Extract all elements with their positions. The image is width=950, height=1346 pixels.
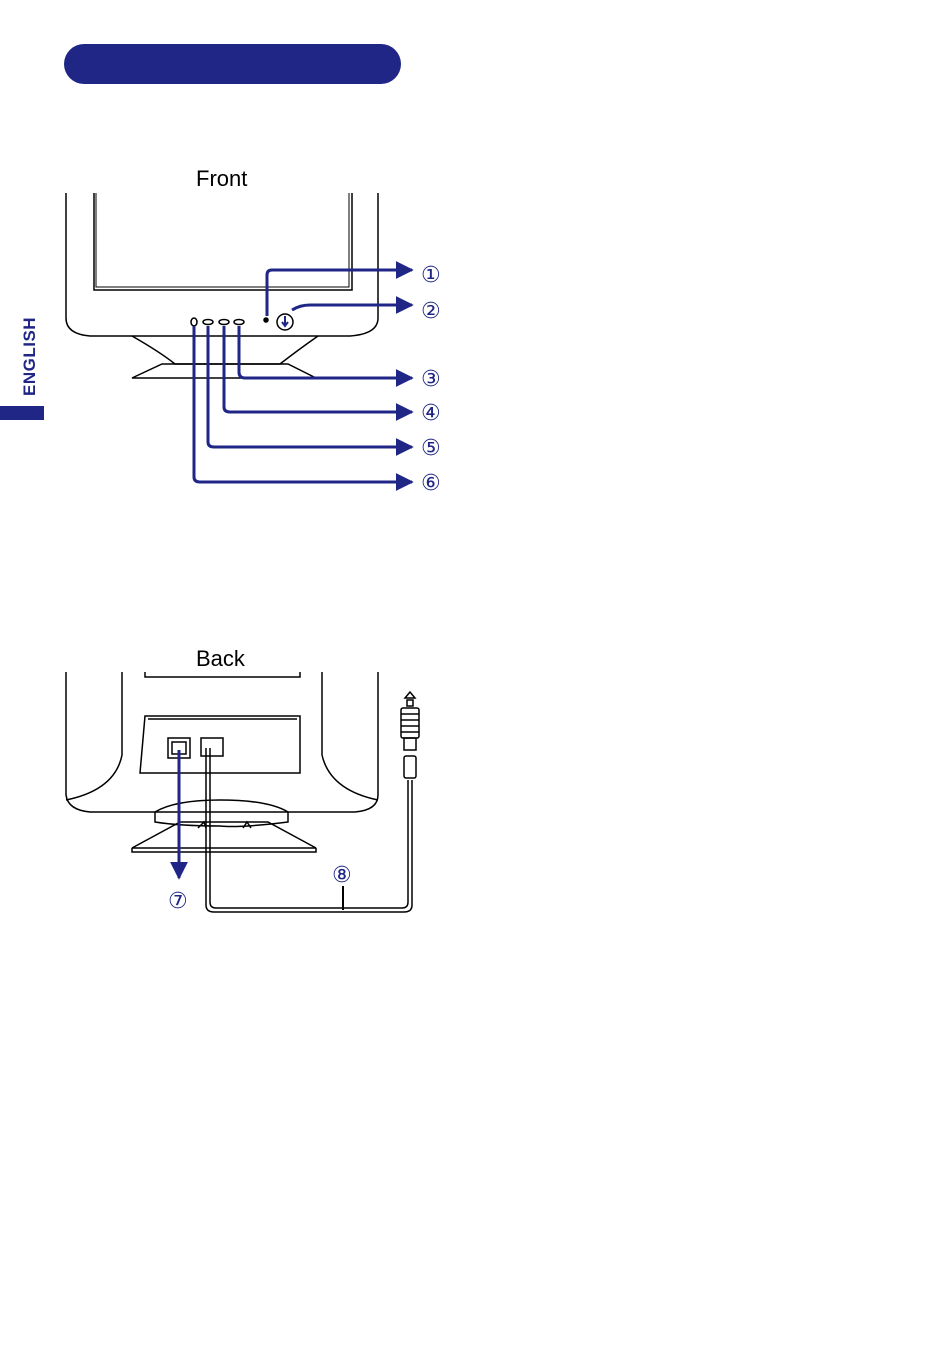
callout-7: ⑦ bbox=[168, 889, 188, 914]
callout-5: ⑤ bbox=[421, 436, 441, 461]
callout-4: ④ bbox=[421, 401, 441, 426]
front-monitor-drawing bbox=[66, 193, 378, 378]
power-icon bbox=[282, 316, 288, 326]
callout-8: ⑧ bbox=[332, 863, 352, 888]
callout-2: ② bbox=[421, 299, 441, 324]
signal-cable bbox=[206, 692, 419, 912]
callout-6: ⑥ bbox=[421, 471, 441, 496]
front-callout-lines bbox=[194, 270, 412, 482]
callout-1: ① bbox=[421, 263, 441, 288]
back-monitor-drawing bbox=[66, 672, 378, 852]
callout-3: ③ bbox=[421, 367, 441, 392]
